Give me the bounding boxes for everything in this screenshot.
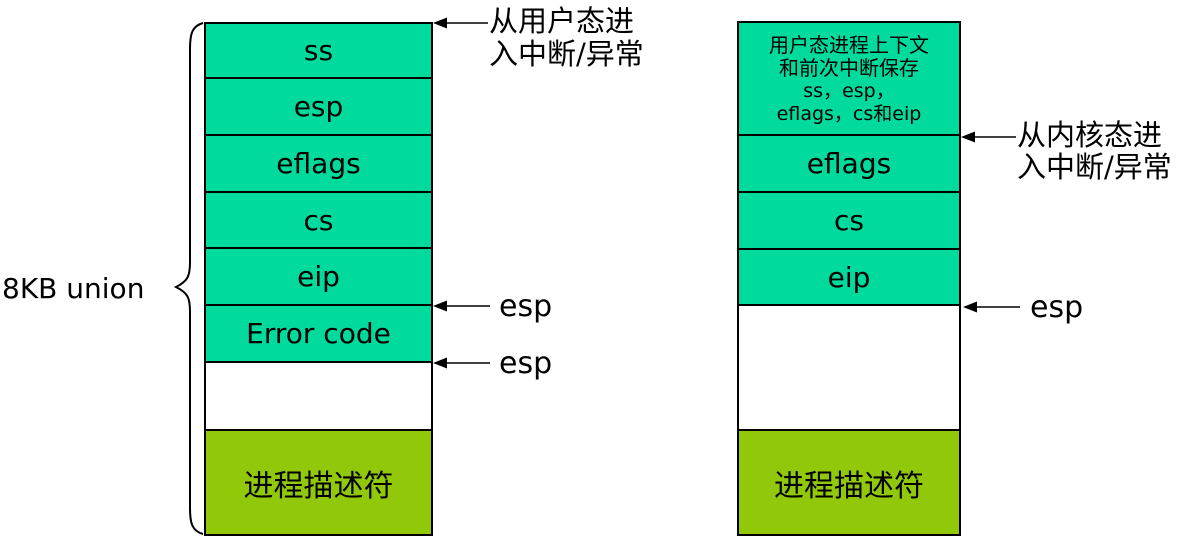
saved-context-line1: 用户态进程上下文 — [769, 33, 929, 57]
kernel-mode-entry-label: 从内核态进 入中断/异常 — [1017, 119, 1172, 183]
union-label: 8KB union — [2, 272, 145, 305]
stack-cell-ss: ss — [206, 24, 431, 79]
stack-cell-eip: eip — [206, 249, 431, 306]
esp-label-left-bottom: esp — [499, 346, 553, 381]
process-descriptor-cell-right: 进程描述符 — [739, 431, 959, 534]
stack-cell-eflags: eflags — [206, 136, 431, 193]
user-mode-entry-label: 从用户态进 入中断/异常 — [489, 5, 644, 71]
stack-cell-eflags-right: eflags — [739, 136, 959, 193]
esp-label-right: esp — [1030, 290, 1084, 325]
union-brace — [173, 22, 204, 535]
stack-cell-cs-right: cs — [739, 193, 959, 250]
esp-label-left-top: esp — [499, 289, 553, 324]
saved-context-cell: 用户态进程上下文 和前次中断保存 ss，esp， eflags，cs和eip — [739, 23, 959, 136]
esp-arrow-right — [963, 301, 1020, 313]
kernel-mode-entry-label-line2: 入中断/异常 — [1017, 150, 1172, 184]
stack-cell-eip-right: eip — [739, 250, 959, 306]
process-descriptor-cell: 进程描述符 — [206, 431, 431, 534]
stack-cell-esp: esp — [206, 79, 431, 136]
left-stack: ss esp eflags cs eip Error code 进程描述符 — [204, 22, 433, 536]
kernel-mode-arrow — [961, 131, 1016, 143]
saved-context-line2: 和前次中断保存 — [779, 56, 919, 80]
user-mode-entry-label-line1: 从用户态进 — [489, 4, 635, 38]
saved-context-line3: ss，esp， — [803, 80, 895, 102]
esp-arrow-left-top — [433, 300, 490, 312]
right-stack: 用户态进程上下文 和前次中断保存 ss，esp， eflags，cs和eip e… — [737, 21, 961, 536]
user-mode-arrow — [433, 17, 488, 29]
user-mode-entry-label-line2: 入中断/异常 — [489, 37, 644, 71]
stack-cell-error-code: Error code — [206, 306, 431, 363]
free-stack-space — [206, 363, 431, 431]
free-stack-space-right — [739, 306, 959, 431]
kernel-mode-entry-label-line1: 从内核态进 — [1017, 118, 1163, 152]
esp-arrow-left-bottom — [433, 357, 490, 369]
saved-context-line4: eflags，cs和eip — [776, 103, 922, 125]
stack-cell-cs: cs — [206, 193, 431, 249]
